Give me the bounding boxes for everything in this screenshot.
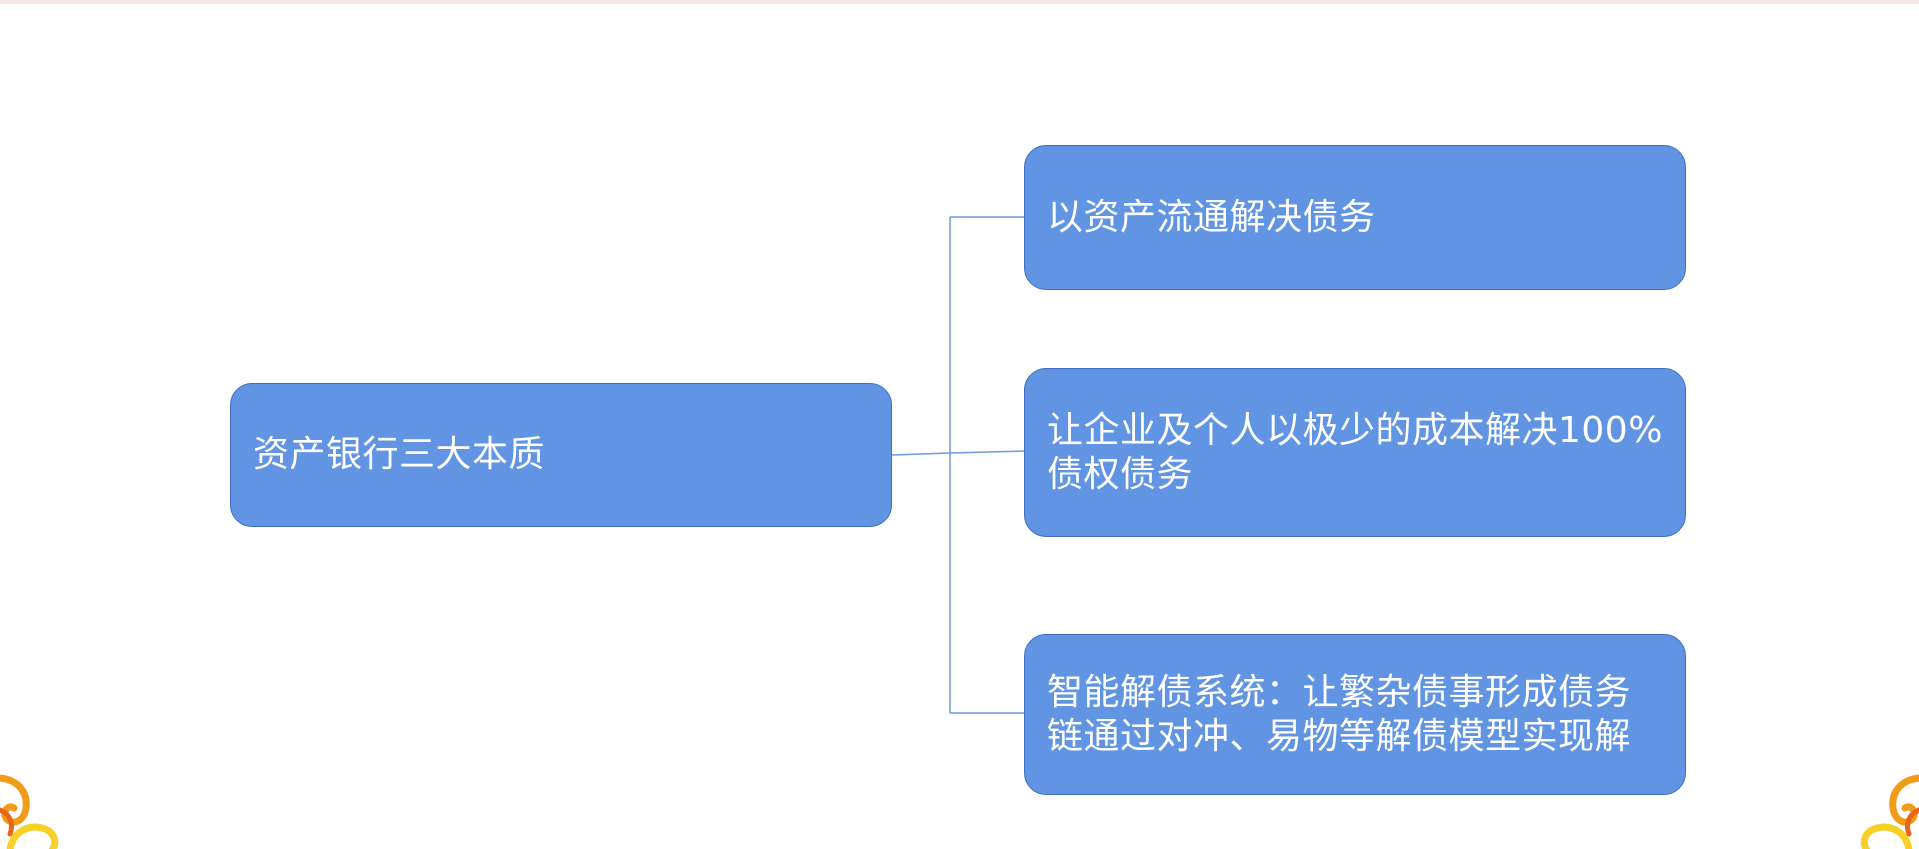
child-node-2: 让企业及个人以极少的成本解决100%债权债务 xyxy=(1024,368,1686,537)
child-node-3-label: 智能解债系统：让繁杂债事形成债务链通过对冲、易物等解债模型实现解 xyxy=(1047,671,1632,757)
root-node-label: 资产银行三大本质 xyxy=(253,434,546,475)
child-node-1-label: 以资产流通解决债务 xyxy=(1047,196,1376,238)
connector-branch-2 xyxy=(949,450,1025,454)
root-node: 资产银行三大本质 xyxy=(230,383,892,527)
child-node-3: 智能解债系统：让繁杂债事形成债务链通过对冲、易物等解债模型实现解 xyxy=(1024,634,1686,795)
corner-swirl-ornament-icon xyxy=(1860,774,1919,849)
top-border-strip xyxy=(0,0,1919,4)
child-node-1: 以资产流通解决债务 xyxy=(1024,145,1686,290)
child-node-2-label: 让企业及个人以极少的成本解决100%债权债务 xyxy=(1047,409,1663,495)
connector-root-to-trunk xyxy=(891,452,951,456)
corner-swirl-ornament-icon xyxy=(0,774,59,849)
